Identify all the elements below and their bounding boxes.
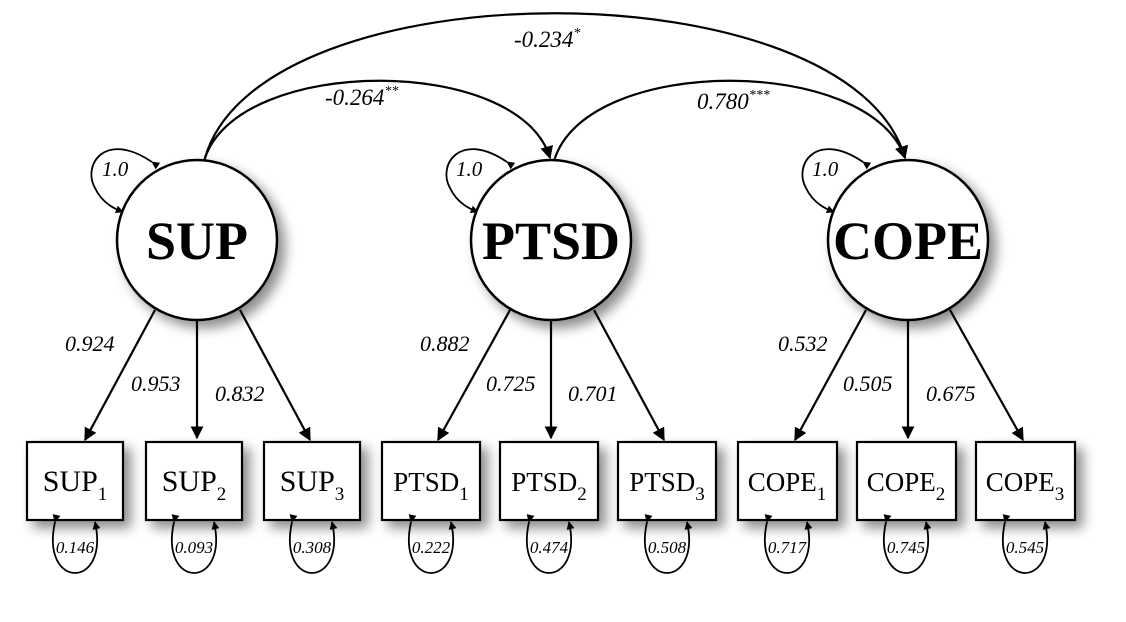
indicator-box-sup-3	[262, 440, 362, 522]
loading-arrow-cope-3	[949, 309, 1024, 442]
variance-loop-cope	[801, 148, 872, 214]
residual-label-ptsd-3: 0.508	[648, 538, 687, 557]
loading-label-ptsd-1: 0.882	[420, 331, 470, 356]
loading-label-sup-3: 0.832	[215, 381, 265, 406]
loading-label-ptsd-2: 0.725	[486, 371, 536, 396]
variance-label-sup: 1.0	[102, 157, 129, 181]
indicator-box-sup-1	[25, 440, 125, 522]
loading-arrow-sup-1	[84, 309, 156, 442]
indicator-box-sup-2	[144, 440, 244, 522]
residual-label-ptsd-2: 0.474	[530, 538, 569, 557]
residual-loops	[52, 514, 1051, 574]
latent-circles	[115, 158, 990, 322]
loading-label-sup-2: 0.953	[131, 371, 181, 396]
latent-label-sup: SUP	[146, 211, 248, 271]
latent-circle-sup	[115, 158, 279, 322]
indicator-label-sup-3: SUP3	[280, 465, 345, 505]
residual-loop-ptsd-3	[644, 514, 693, 574]
latent-circle-ptsd	[469, 158, 633, 322]
loading-arrows	[84, 309, 1024, 442]
indicator-box-ptsd-3	[616, 440, 718, 522]
residual-label-ptsd-1: 0.222	[412, 538, 451, 557]
latent-label-cope: COPE	[833, 211, 983, 271]
indicator-box-cope-2	[855, 440, 958, 522]
residual-label-cope-2: 0.745	[887, 538, 925, 557]
loading-arrow-cope-1	[794, 309, 867, 442]
indicator-label-cope-3: COPE3	[986, 467, 1065, 505]
indicator-box-ptsd-1	[380, 440, 482, 522]
indicator-label-cope-1: COPE1	[748, 467, 827, 505]
variance-loop-ptsd	[445, 148, 516, 214]
variance-loop-sup	[90, 148, 161, 214]
residual-label-sup-1: 0.146	[56, 538, 95, 557]
indicator-label-sup-2: SUP2	[162, 465, 227, 505]
loading-arrow-sup-3	[239, 309, 311, 442]
corr-path-ptsd-cope	[545, 79, 908, 172]
indicator-boxes	[25, 440, 1077, 522]
corr-path-sup-ptsd	[195, 79, 553, 172]
residual-loop-cope-3	[1002, 514, 1051, 574]
residual-loop-cope-1	[764, 514, 813, 574]
latent-label-ptsd: PTSD	[482, 211, 620, 271]
correlation-paths	[195, 12, 909, 172]
residual-label-cope-3: 0.545	[1006, 538, 1044, 557]
residual-loop-sup-2	[171, 514, 220, 574]
indicator-box-cope-3	[974, 440, 1077, 522]
residual-loop-sup-1	[52, 514, 101, 574]
loading-label-cope-1: 0.532	[778, 331, 828, 356]
residual-label-sup-3: 0.308	[293, 538, 332, 557]
indicator-label-sup-1: SUP1	[43, 465, 108, 505]
residual-label-sup-2: 0.093	[175, 538, 213, 557]
loading-label-ptsd-3: 0.701	[568, 381, 618, 406]
corr-path-sup-cope	[195, 12, 909, 172]
variance-label-ptsd: 1.0	[456, 157, 483, 181]
corr-label-sup-cope: -0.234*	[514, 26, 580, 52]
loading-arrow-ptsd-3	[593, 309, 665, 442]
loading-label-sup-1: 0.924	[65, 331, 115, 356]
indicator-label-ptsd-2: PTSD2	[511, 467, 587, 505]
variance-label-cope: 1.0	[812, 157, 839, 181]
corr-label-sup-ptsd: -0.264**	[325, 84, 398, 110]
indicator-label-ptsd-1: PTSD1	[393, 467, 469, 505]
residual-label-cope-1: 0.717	[768, 538, 808, 557]
indicator-box-ptsd-2	[498, 440, 600, 522]
latent-circle-cope	[826, 158, 990, 322]
residual-loop-ptsd-1	[408, 514, 457, 574]
residual-loop-cope-2	[883, 514, 932, 574]
residual-loop-ptsd-2	[526, 514, 575, 574]
loading-arrow-ptsd-1	[437, 309, 511, 442]
loading-label-cope-2: 0.505	[843, 371, 893, 396]
indicator-box-cope-1	[736, 440, 839, 522]
corr-label-ptsd-cope: 0.780***	[697, 88, 770, 114]
indicator-label-ptsd-3: PTSD3	[629, 467, 705, 505]
latent-variance-loops	[90, 148, 872, 214]
loading-label-cope-3: 0.675	[926, 381, 976, 406]
residual-loop-sup-3	[289, 514, 338, 574]
indicator-label-cope-2: COPE2	[867, 467, 946, 505]
